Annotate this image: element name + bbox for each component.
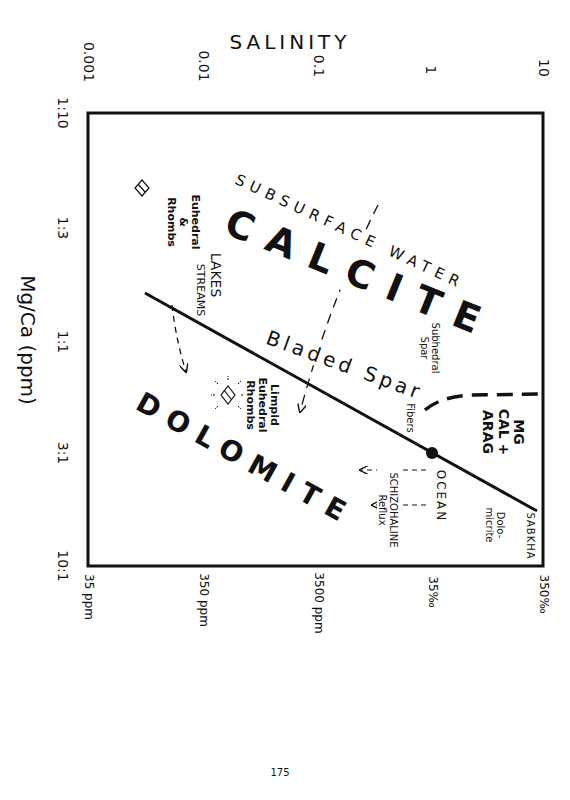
crystal-note: Subhedral Spar	[419, 320, 441, 377]
tick-label: 1	[422, 65, 437, 76]
rhomb-icon	[135, 180, 149, 196]
environment-label: SABKHA	[525, 511, 536, 560]
plot-frame	[88, 113, 543, 566]
tick-label: 350 ppm	[196, 572, 209, 628]
environment-label: LAKES	[207, 252, 222, 299]
rhomb-icon	[221, 386, 235, 404]
tick-label: 10:1	[54, 549, 69, 582]
tick-label: 0.1	[310, 54, 325, 78]
environment-label: STREAMS	[194, 263, 206, 317]
mineral-field: MG CAL + ARAG	[480, 401, 526, 463]
tick-label: 3:1	[54, 441, 69, 466]
tick-label: 35‰	[425, 575, 438, 608]
crystal-note: Bladed Spar	[263, 326, 428, 404]
stream-arrow	[172, 305, 186, 372]
tick-label: 350‰	[536, 573, 549, 614]
crystal-note: Euhedral & Rhombs	[165, 191, 201, 253]
tick-label: 1:3	[54, 216, 69, 241]
crystal-rays	[211, 376, 245, 409]
tick-label: 10	[535, 58, 550, 78]
page-number: 175	[269, 767, 290, 778]
tick-label: 3500 ppm	[311, 571, 324, 634]
tick-label: 1:1	[54, 330, 69, 355]
crystal-note: Limpid Euhedral Rhombs	[244, 374, 280, 436]
tick-label: 0.001	[80, 41, 95, 83]
tick-label: 35 ppm	[81, 573, 94, 621]
crystal-note: Dolo-micrite	[484, 504, 506, 546]
axis-title: Mg/Ca (ppm)	[17, 274, 39, 406]
process-note: SCHIZOHALINE Reflux	[377, 467, 399, 554]
axis-title: SALINITY	[228, 31, 351, 53]
crystal-note: Fibers	[405, 402, 416, 434]
ocean-point	[426, 447, 438, 459]
tick-label: 0.01	[195, 49, 210, 82]
tick-label: 1:10	[54, 96, 69, 129]
environment-label: OCEAN	[433, 469, 446, 524]
